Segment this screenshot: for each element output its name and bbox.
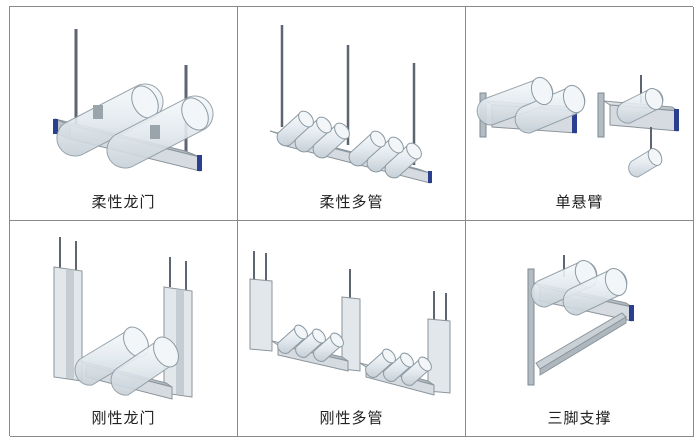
product-card-rigid-gantry[interactable]: 刚性龙门	[10, 221, 238, 437]
product-label-tripod-support: 三脚支撑	[547, 409, 612, 427]
product-label-rigid-multi-pipe: 刚性多管	[319, 409, 384, 427]
product-card-flexible-gantry[interactable]: 柔性龙门	[10, 7, 238, 221]
rigid-multi-pipe-illustration	[249, 251, 451, 396]
product-label-flexible-gantry: 柔性龙门	[91, 193, 156, 211]
product-grid: 柔性龙门	[9, 6, 694, 437]
flexible-gantry-illustration	[53, 29, 214, 172]
product-label-flexible-multi-pipe: 柔性多管	[319, 193, 384, 211]
product-label-single-cantilever: 单悬臂	[555, 193, 604, 211]
single-cantilever-illustration	[476, 75, 679, 178]
rigid-gantry-illustration	[53, 237, 193, 400]
tripod-support-illustration	[527, 255, 634, 386]
product-card-single-cantilever[interactable]: 单悬臂	[466, 7, 694, 221]
product-card-rigid-multi-pipe[interactable]: 刚性多管	[238, 221, 466, 437]
product-card-tripod-support[interactable]: 三脚支撑	[466, 221, 694, 437]
flexible-multi-pipe-illustration	[269, 25, 432, 184]
product-card-flexible-multi-pipe[interactable]: 柔性多管	[238, 7, 466, 221]
product-label-rigid-gantry: 刚性龙门	[91, 409, 156, 427]
